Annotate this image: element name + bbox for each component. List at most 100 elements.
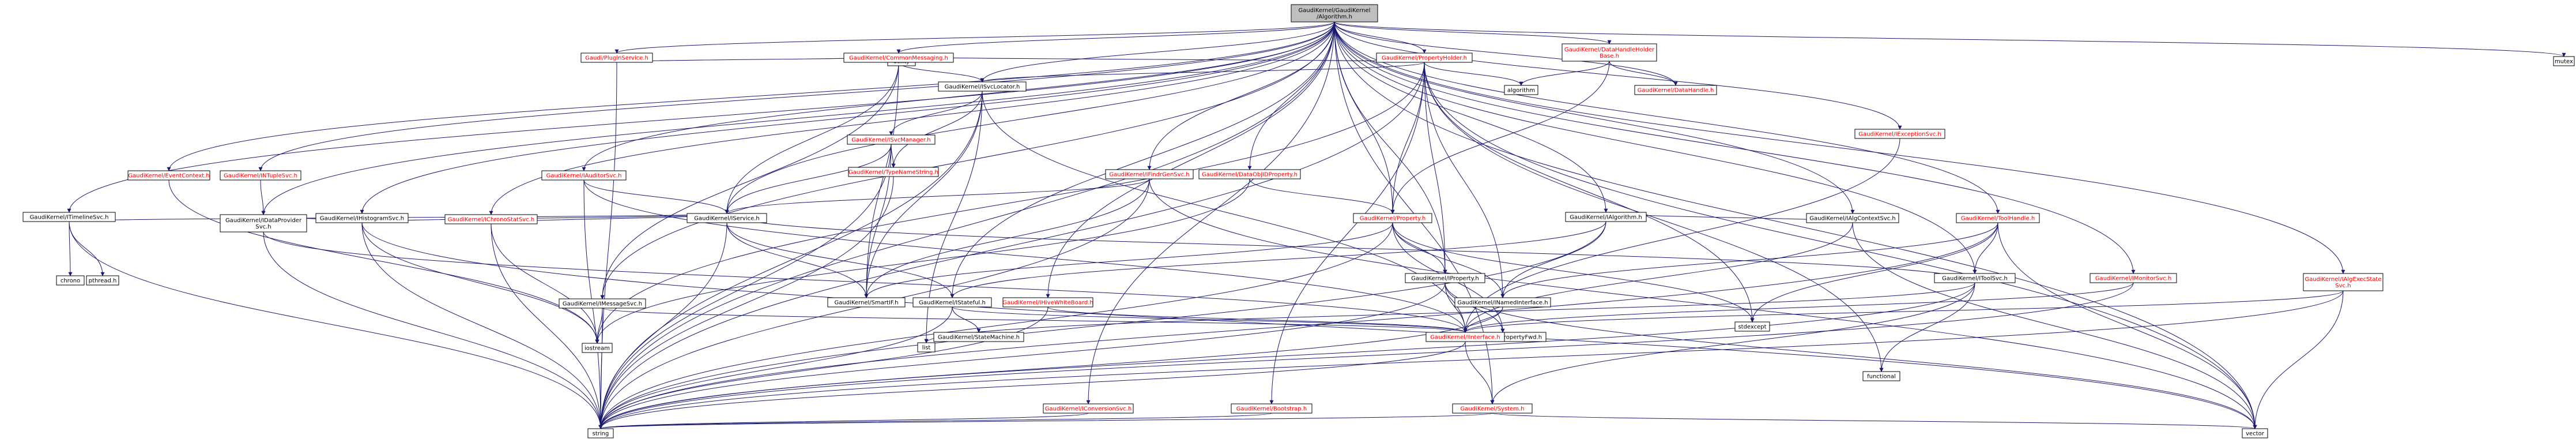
node-PropertyHolder[interactable]: GaudiKernel/PropertyHolder.h (1376, 53, 1473, 63)
edge-IProperty-to-PropertyFwd (1444, 282, 1505, 333)
edge-root-to-IAlgorithm (1334, 21, 1608, 213)
node-IPluginService-box (580, 53, 653, 63)
node-CommonMessaging[interactable]: GaudiKernel/CommonMessaging.h (843, 53, 954, 63)
node-IMessageSvc-box (559, 298, 646, 309)
edge-DataHandleHolderBase-to-Property (1390, 61, 1610, 214)
edge-IService-to-IStateful (726, 222, 955, 298)
edge-IAuditorSvc-to-IInterface (583, 179, 1468, 333)
node-IHiveWhiteBoard-box (1002, 297, 1093, 308)
node-ToolHandle-label-0: GaudiKernel/ToolHandle.h (1961, 216, 2035, 222)
node-IInterface[interactable]: GaudiKernel/IInterface.h (1425, 332, 1505, 342)
node-IDataProviderSvc-box (220, 214, 307, 233)
node-IFSMCallbackHolder[interactable]: GaudiKernel/IFindrGenSvc.h (1105, 169, 1194, 179)
edge-PropertyHolder-to-vector (1424, 62, 2257, 429)
node-functional: functional (1862, 371, 1900, 381)
node-IAlgContextSvc-box (1806, 213, 1899, 223)
edge-ISvcLocator-to-IInterface (982, 91, 1468, 333)
edge-Bootstrap-to-string (599, 413, 1272, 429)
node-IAuditorSvc-label-0: GaudiKernel/IAuditorSvc.h (546, 173, 622, 179)
edge-IAlgExecStateSvc-to-string (598, 290, 2344, 429)
edge-PropertyHolder-to-Bootstrap (1269, 62, 1425, 404)
node-IMonitorSvc-label-0: GaudiKernel/IMonitorSvc.h (2095, 276, 2171, 282)
node-IPluginService[interactable]: Gaudi/PluginService.h (580, 53, 653, 63)
node-DataHandle-label-0: GaudiKernel/DataHandle.h (1638, 88, 1714, 94)
node-functional-label-0: functional (1867, 374, 1896, 380)
node-iostream: iostream (582, 343, 613, 353)
node-IChronoStatSvc[interactable]: GaudiKernel/IChronoStatSvc.h (444, 214, 538, 224)
node-IProperty-box (1405, 273, 1485, 283)
edge-root-to-IProperty (1334, 21, 1447, 274)
node-DataHandle[interactable]: GaudiKernel/DataHandle.h (1634, 85, 1717, 95)
node-IExceptionSvc-box (1854, 129, 1945, 139)
edge-IToolSvc-to-System (1490, 282, 1975, 404)
node-pthread-label-0: pthread.h (89, 278, 117, 284)
node-IConversionSvc[interactable]: GaudiKernel/IConversionSvc.h (1043, 403, 1134, 414)
node-IProperty: GaudiKernel/IProperty.h (1405, 273, 1485, 283)
edge-INTupleSvc-to-IDataProviderSvc (260, 179, 266, 215)
node-IAuditorSvc[interactable]: GaudiKernel/IAuditorSvc.h (541, 170, 627, 181)
edge-IStateful-to-StateMachine (952, 306, 981, 333)
node-IHiveWhiteBoard-label-0: GaudiKernel/IHiveWhiteBoard.h (1002, 300, 1093, 306)
node-INTupleSvc[interactable]: GaudiKernel/INTupleSvc.h (220, 170, 301, 181)
node-ToolHandle[interactable]: GaudiKernel/ToolHandle.h (1956, 213, 2040, 223)
edge-IHiveWhiteBoard-to-string (598, 306, 1048, 429)
node-DataObjIDProperty[interactable]: GaudiKernel/DataObjIDProperty.h (1198, 169, 1301, 179)
node-IAlgContextSvc: GaudiKernel/IAlgContextSvc.h (1806, 213, 1899, 223)
node-DataHandle-box (1634, 85, 1717, 95)
edge-root-to-Property (1334, 21, 1395, 214)
node-algorithm-box (1504, 85, 1538, 95)
edge-IAlgContextSvc-to-vector (1852, 222, 2257, 429)
node-PropertyHolder-label-0: GaudiKernel/PropertyHolder.h (1382, 55, 1467, 62)
node-CommonMessaging-label-0: GaudiKernel/CommonMessaging.h (849, 55, 948, 62)
node-IHiveWhiteBoard[interactable]: GaudiKernel/IHiveWhiteBoard.h (1002, 297, 1093, 308)
node-pthread-box (86, 275, 119, 286)
node-IProperty-label-0: GaudiKernel/IProperty.h (1411, 276, 1479, 282)
edge-root-to-System (1334, 21, 1495, 404)
node-IMonitorSvc[interactable]: GaudiKernel/IMonitorSvc.h (2090, 273, 2177, 283)
node-Property[interactable]: GaudiKernel/Property.h (1353, 213, 1432, 223)
node-string-label-0: string (593, 431, 609, 437)
edge-root-to-DataHandle (1334, 21, 1678, 86)
edge-PropertyHolder-to-ISvcLocator (980, 62, 1425, 83)
node-System[interactable]: GaudiKernel/System.h (1452, 403, 1533, 414)
node-ISvcLocator-label-0: GaudiKernel/ISvcLocator.h (945, 84, 1020, 91)
node-chrono: chrono (56, 275, 85, 286)
edge-ToolHandle-to-stdexcept (1750, 222, 1998, 323)
edge-ToolHandle-to-INamedInterface (1500, 222, 1998, 298)
node-TypeNameString[interactable]: GaudiKernel/TypeNameString.h (848, 167, 939, 177)
edge-Property-to-INamedInterface (1392, 222, 1505, 298)
node-root-label-0: GaudiKernel/GaudiKernel (1299, 8, 1371, 14)
node-ISvcManager[interactable]: GaudiKernel/ISvcManager.h (847, 134, 936, 145)
node-EventContext[interactable]: GaudiKernel/EventContext.h (127, 170, 210, 181)
edge-DataObjIDProperty-to-Property (1249, 178, 1395, 214)
node-IPluginService-label-0: Gaudi/PluginService.h (585, 55, 648, 62)
edge-root-to-IMessageSvc (600, 21, 1335, 299)
node-ISvcManager-label-0: GaudiKernel/ISvcManager.h (851, 137, 930, 144)
node-INamedInterface-label-0: GaudiKernel/INamedInterface.h (1457, 300, 1548, 306)
node-ISvcLocator: GaudiKernel/ISvcLocator.h (938, 81, 1027, 92)
edge-PropertyHolder-to-functional (1424, 62, 1884, 372)
edge-IConversionSvc-to-string (598, 413, 1089, 429)
edge-ISvcManager-to-IService (725, 144, 892, 214)
node-IAlgExecStateSvc-label-1: Svc.h (2335, 283, 2351, 289)
edge-ToolHandle-to-IToolSvc (1972, 222, 1998, 274)
edge-EventContext-to-iostream (168, 179, 599, 344)
edge-IAlgExecStateSvc-to-vector (2253, 290, 2344, 429)
node-IExceptionSvc[interactable]: GaudiKernel/IExceptionSvc.h (1854, 129, 1945, 139)
node-mutex: mutex (2553, 56, 2575, 66)
edge-Property-to-SmartIF (864, 222, 1393, 298)
node-Bootstrap[interactable]: GaudiKernel/Bootstrap.h (1231, 403, 1312, 414)
node-Property-box (1353, 213, 1432, 223)
node-DataHandleHolderBase-box (1562, 43, 1657, 62)
node-mutex-label-0: mutex (2555, 59, 2573, 65)
edge-IService-to-string (598, 222, 727, 429)
edge-root-to-IAlgExecStateSvc (1334, 21, 2345, 274)
edge-root-to-IAlgContextSvc (1334, 21, 1855, 214)
edge-IFSMCallbackHolder-to-SmartIF (864, 178, 1150, 298)
edge-IHistogramSvc-to-iostream (361, 222, 599, 344)
edge-PropertyHolder-to-INamedInterface (1424, 62, 1505, 298)
